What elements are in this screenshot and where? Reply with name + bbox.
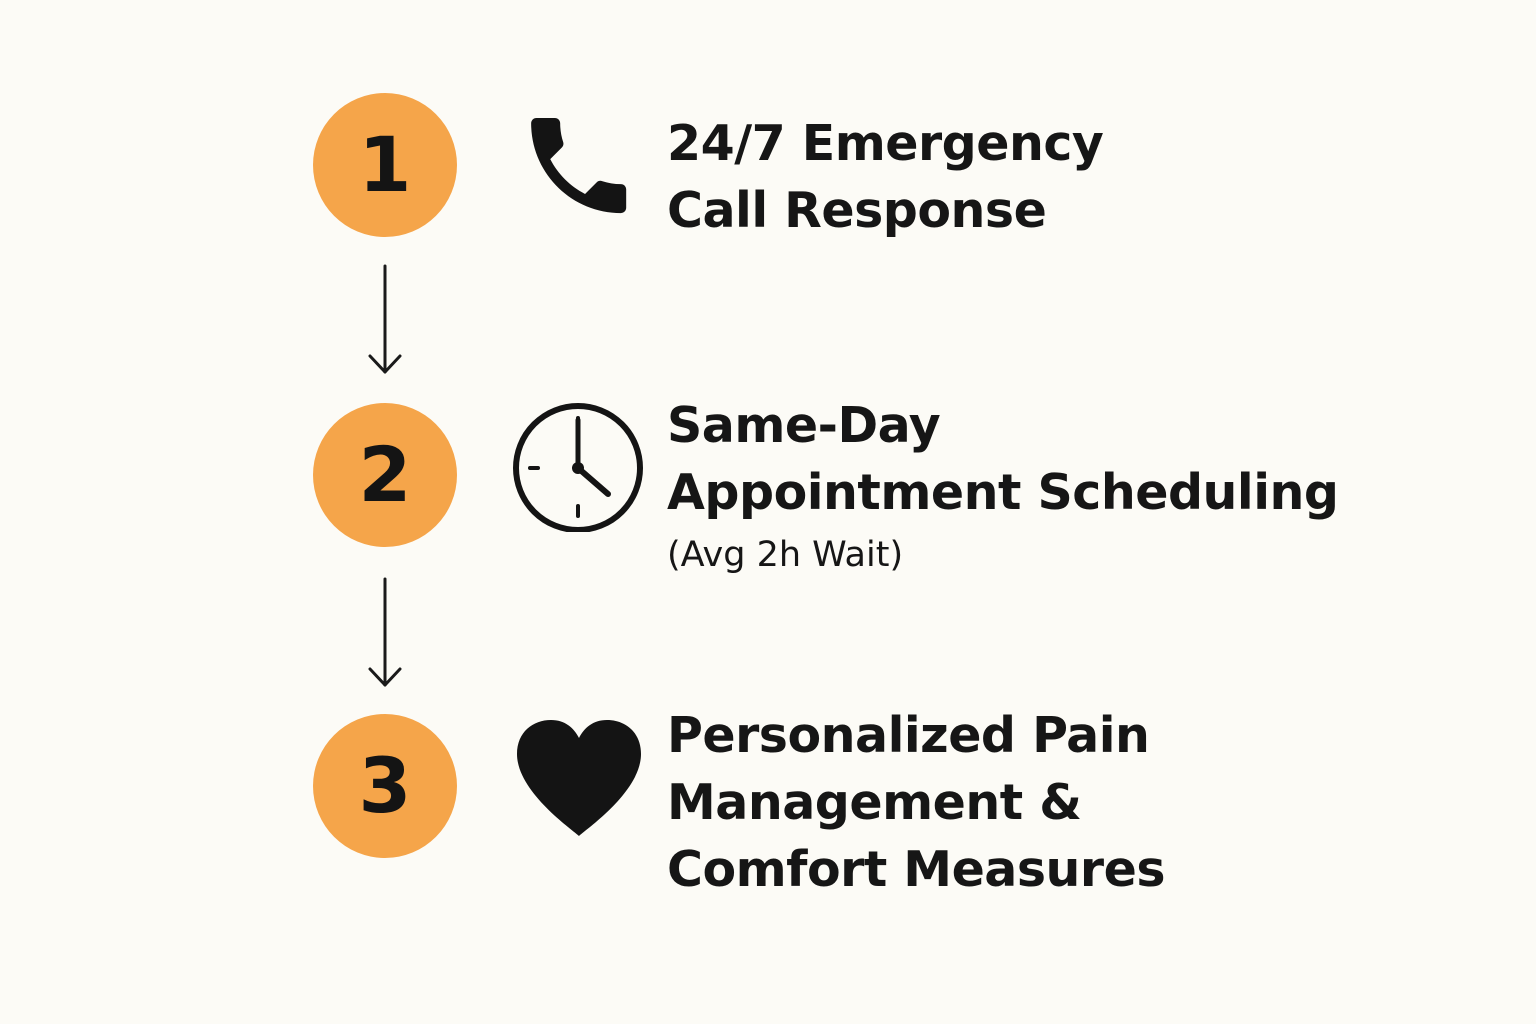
step-2-number: 2 [358, 430, 412, 519]
step-2-label: Same-Day Appointment Scheduling (Avg 2h … [667, 392, 1339, 580]
step-1-label: 24/7 Emergency Call Response [667, 110, 1104, 244]
phone-icon [531, 118, 627, 214]
down-arrow-icon [368, 264, 402, 374]
step-2-note: (Avg 2h Wait) [667, 535, 904, 575]
step-3-number-badge: 3 [313, 714, 457, 858]
step-3-label-line-1: Personalized Pain [667, 707, 1150, 764]
step-1-label-line-1: 24/7 Emergency [667, 115, 1104, 172]
step-3-label-line-2: Management & [667, 774, 1082, 831]
step-3-number: 3 [358, 741, 412, 830]
step-1-label-line-2: Call Response [667, 182, 1047, 239]
clock-icon [513, 403, 643, 532]
step-3-label-line-3: Comfort Measures [667, 841, 1165, 898]
step-1-number-badge: 1 [313, 93, 457, 237]
step-2-label-line-1: Same-Day [667, 397, 941, 454]
step-2-label-line-2: Appointment Scheduling [667, 464, 1339, 521]
step-2-number-badge: 2 [313, 403, 457, 547]
step-3-label: Personalized Pain Management & Comfort M… [667, 702, 1165, 903]
down-arrow-icon [368, 577, 402, 687]
step-1-number: 1 [358, 120, 412, 209]
heart-icon [517, 720, 641, 836]
